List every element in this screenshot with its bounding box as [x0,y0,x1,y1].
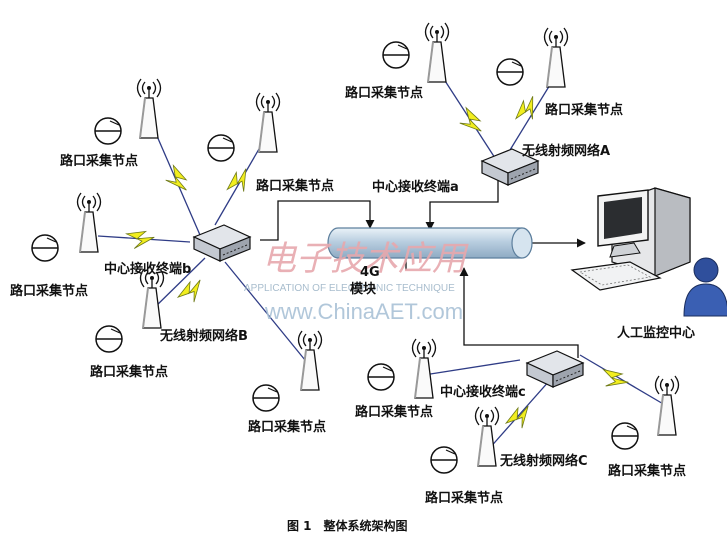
tower-icon [139,268,165,329]
tower-icon [76,192,102,253]
node-label: 路口采集节点 [425,490,503,506]
node-label: 路口采集节点 [345,85,423,101]
module-label-name: 模块 [350,281,377,297]
node-label: 路口采集节点 [60,153,138,169]
tower-icon [297,330,323,391]
watermark-logo: 电子技术应用 [262,239,469,279]
labels: 路口采集节点 路口采集节点 路口采集节点 路口采集节点 路口采集节点 路口采集节… [10,85,695,533]
sensor-icon [95,325,123,353]
node-label: 路口采集节点 [608,463,686,479]
tower-icon [424,22,450,83]
sensor-icon [367,363,395,391]
sensor-icon [207,134,235,162]
terminal-a-label: 中心接收终端a [372,179,459,195]
tower-icon [411,338,437,399]
sensor-icon [94,117,122,145]
node-label: 路口采集节点 [90,364,168,380]
tower-icon [255,92,281,153]
terminal-b-label: 中心接收终端b [104,261,191,277]
monitor-center-label: 人工监控中心 [617,325,695,341]
node-label: 路口采集节点 [355,404,433,420]
node-label: 路口采集节点 [248,419,326,435]
tower-icon [654,375,680,436]
node-label: 路口采集节点 [545,102,623,118]
sensor-icon [382,41,410,69]
sensor-icon [252,384,280,412]
sensor-icon [430,446,458,474]
terminal-c-icon [526,350,584,388]
figure-caption: 图 1 整体系统架构图 [287,518,408,533]
4g-module-cylinder [327,227,533,259]
watermark-tagline: APPLICATION OF ELECTRONIC TECHNIQUE [244,283,455,294]
tower-icon [474,406,500,467]
sensor-icon [611,422,639,450]
node-label: 路口采集节点 [256,178,334,194]
terminal-b-icon [193,224,251,262]
sensor-icon [496,58,524,86]
sensor-icon [31,234,59,262]
terminal-c-label: 中心接收终端c [440,384,526,400]
node-label: 路口采集节点 [10,283,88,299]
tower-icon [543,27,569,88]
monitor-center-icon [570,187,727,317]
network-a-label: 无线射频网络A [521,143,610,159]
network-b-label: 无线射频网络B [159,328,248,344]
watermark: 电子技术应用 APPLICATION OF ELECTRONIC TECHNIQ… [244,239,469,324]
module-label-4g: 4G [360,265,380,280]
tower-icon [136,78,162,139]
watermark-url: www.ChinaAET.com [264,299,463,324]
network-c-label: 无线射频网络C [499,453,588,469]
